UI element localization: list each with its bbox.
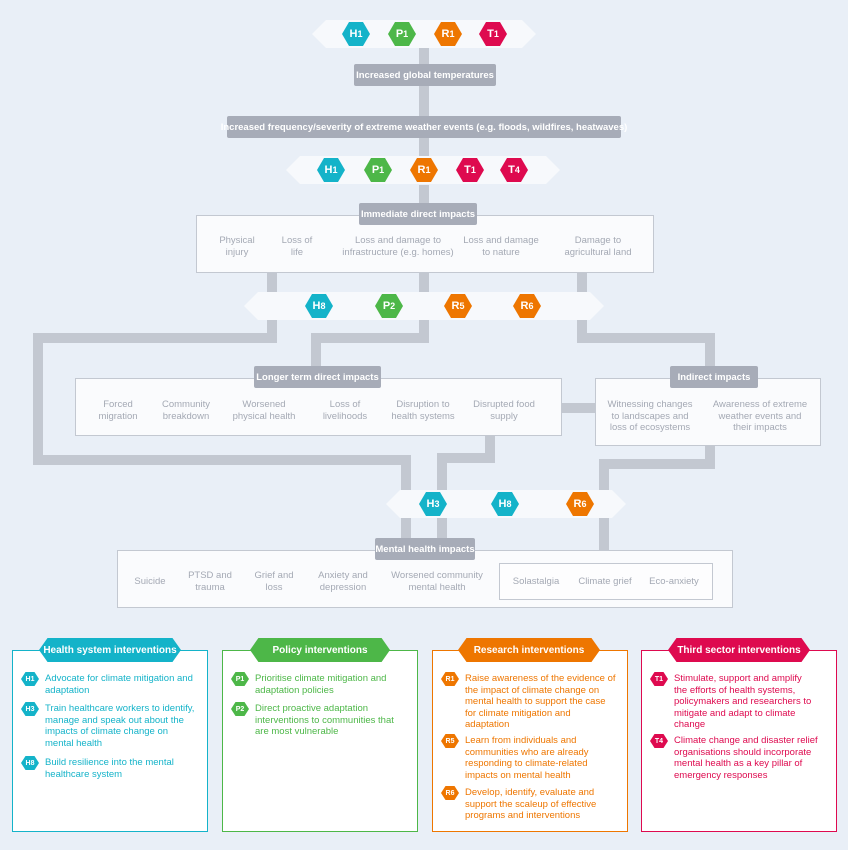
health-system-intervention-text: Train healthcare workers to identify, ma…: [45, 703, 195, 749]
policy-intervention-text: Direct proactive adaptation intervention…: [255, 703, 394, 737]
connector-line: [33, 320, 411, 490]
immediate-impact-item: Loss of life: [281, 235, 313, 258]
research-intervention-text: Develop, identify, evaluate and support …: [465, 787, 597, 821]
intervention-badge-t4: T4: [650, 734, 668, 748]
intervention-badge-h1: H1: [21, 672, 39, 686]
longer-term-impact-item: Forced migration: [98, 399, 138, 422]
immediate-impact-item: Loss and damage to nature: [463, 235, 539, 258]
research-interventions-title: Research interventions: [458, 638, 600, 662]
hex-bar-background: [244, 292, 604, 320]
intervention-badge-h3: H3: [21, 702, 39, 716]
intervention-badge-r5: R5: [441, 734, 459, 748]
indirect-impacts-label: Indirect impacts: [670, 366, 758, 388]
longer-term-impact-item: Disruption to health systems: [391, 399, 455, 422]
immediate-impact-item: Damage to agricultural land: [564, 235, 632, 258]
health-system-intervention-text: Advocate for climate mitigation and adap…: [45, 673, 193, 696]
third-sector-intervention-text: Stimulate, support and amplify the effor…: [674, 673, 812, 730]
longer-term-impact-item: Community breakdown: [161, 399, 211, 422]
indirect-impacts-box: [595, 378, 821, 446]
ecological-grief-subbox: [499, 563, 713, 600]
health-system-intervention-text: Build resilience into the mental healthc…: [45, 757, 174, 780]
mental-health-impact-item: Anxiety and depression: [318, 570, 368, 593]
intervention-badge-p2: P2: [231, 702, 249, 716]
longer-term-impact-item: Loss of livelihoods: [322, 399, 368, 422]
policy-interventions-title: Policy interventions: [250, 638, 390, 662]
connector-line: [599, 446, 715, 490]
mental-health-impact-item: Suicide: [134, 576, 166, 587]
intervention-badge-t1: T1: [650, 672, 668, 686]
longer-term-impact-item: Disrupted food supply: [473, 399, 535, 422]
indirect-impact-item: Witnessing changes to landscapes and los…: [607, 399, 693, 433]
health-system-interventions-panel: [12, 650, 208, 832]
third-sector-intervention-text: Climate change and disaster relief organ…: [674, 735, 818, 781]
connector-line: [437, 436, 495, 490]
intervention-badge-r6: R6: [441, 786, 459, 800]
longer-term-impact-item: Worsened physical health: [232, 399, 296, 422]
immediate-impact-item: Loss and damage to infrastructure (e.g. …: [342, 235, 454, 258]
research-intervention-text: Learn from individuals and communities w…: [465, 735, 589, 781]
global-temperatures-label: Increased global temperatures: [354, 64, 496, 86]
mental-health-impacts-label: Mental health impacts: [375, 538, 475, 560]
mental-health-impact-item: PTSD and trauma: [188, 570, 232, 593]
mental-health-impact-item: Solastalgia: [512, 576, 560, 587]
intervention-badge-p1: P1: [231, 672, 249, 686]
research-intervention-text: Raise awareness of the evidence of the i…: [465, 673, 616, 730]
immediate-impacts-label: Immediate direct impacts: [359, 203, 477, 225]
policy-intervention-text: Prioritise climate mitigation and adapta…: [255, 673, 387, 696]
intervention-badge-h8: H8: [21, 756, 39, 770]
health-system-interventions-title: Health system interventions: [39, 638, 181, 662]
indirect-impact-item: Awareness of extreme weather events and …: [712, 399, 808, 433]
longer-term-impacts-label: Longer term direct impacts: [254, 366, 381, 388]
immediate-impact-item: Physical injury: [219, 235, 255, 258]
mental-health-impact-item: Worsened community mental health: [391, 570, 483, 593]
third-sector-interventions-title: Third sector interventions: [668, 638, 810, 662]
mental-health-impact-item: Climate grief: [578, 576, 632, 587]
mental-health-impact-item: Eco-anxiety: [649, 576, 699, 587]
hex-bar-background: [312, 20, 536, 48]
policy-interventions-panel: [222, 650, 418, 832]
intervention-badge-r1: R1: [441, 672, 459, 686]
connector-line: [577, 320, 715, 368]
extreme-weather-label: Increased frequency/severity of extreme …: [221, 116, 627, 138]
mental-health-impact-item: Grief and loss: [254, 570, 294, 593]
connector-line: [311, 320, 429, 368]
